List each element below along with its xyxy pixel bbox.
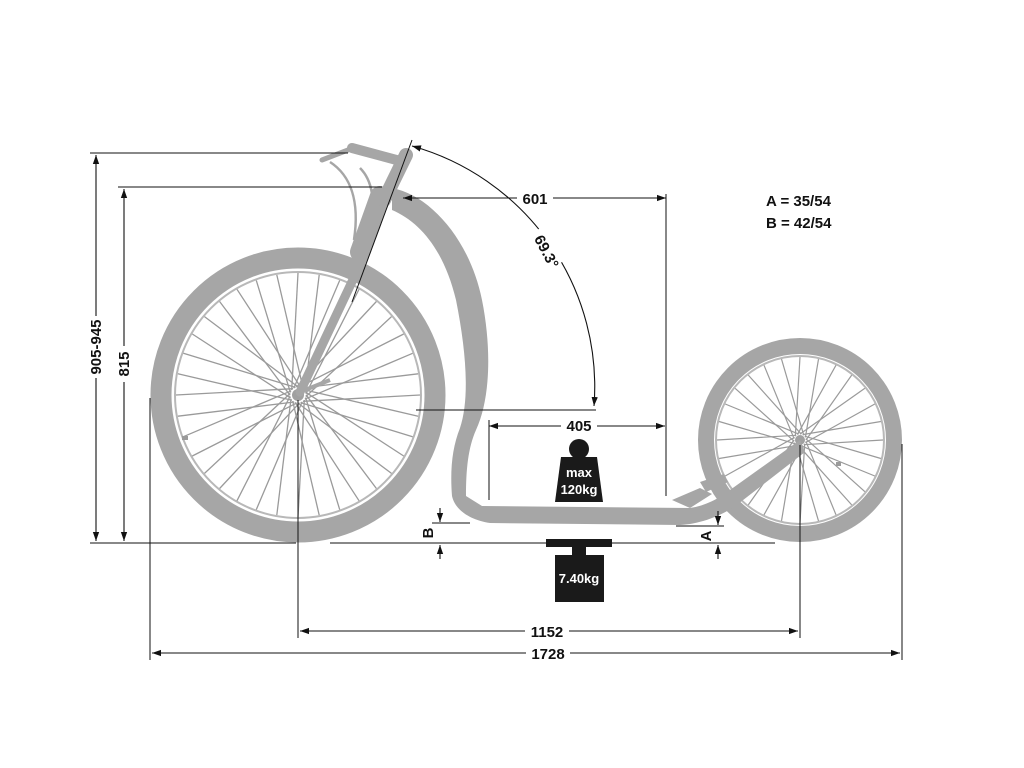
rear-spoke [805,403,876,444]
front-fork [295,247,371,397]
deck-length-label: 405 [566,418,591,435]
rear-spokes [716,356,884,524]
rear-spoke [801,445,876,477]
legend-b: B = 42/54 [766,215,832,232]
front-spoke [302,394,421,402]
front-spoke [304,397,341,510]
max-load-line1: max [566,465,593,480]
rear-spoke [780,358,805,436]
rear-spoke [724,436,795,477]
front-spoke [183,390,292,438]
front-spoke [276,274,304,390]
front-spoke [177,373,293,401]
front-spoke [255,401,303,510]
reach-label: 601 [522,191,547,208]
rear-spoke [734,387,795,442]
front-spoke [304,352,413,400]
front-spoke [292,400,320,516]
rear-spoke [716,434,797,441]
clearance-legend: A = 35/54 B = 42/54 [766,193,832,232]
front-spoke [305,289,360,395]
dimension-lines: 905-945 815 601 69.3° 405 B A [86,139,903,663]
handlebar [347,143,409,167]
rear-spoke [803,439,884,446]
rear-spoke [724,403,799,435]
front-spoke [191,333,291,399]
front-spoke [291,272,299,391]
max-load-handle [569,439,589,459]
front-spoke [236,395,291,501]
rear-spoke [798,445,853,506]
rear-spoke [805,438,866,493]
rear-spoke [805,374,853,441]
scale-body [555,555,604,602]
scale-weight-label: 7.40kg [559,571,600,586]
front-spoke [294,402,360,502]
front-spoke [303,389,419,417]
front-spoke [192,402,298,457]
front-spoke [297,399,305,518]
wheelbase-label: 1152 [531,624,564,641]
rear-brake-2 [700,474,728,492]
front-spoke [204,316,299,388]
rear-spoke [796,364,837,435]
steering-axis-line [351,139,413,303]
max-load-body [555,457,603,502]
front-spoke [175,388,294,396]
scale-plate [546,539,612,547]
fork-brace [299,378,331,394]
clearance-b-label: B [420,527,437,538]
front-spoke [298,333,404,388]
overall-height-label: 905-945 [88,319,105,374]
front-spoke [183,352,296,389]
max-load-icon: max 120kg [555,439,603,502]
rear-spoke [794,356,801,437]
rear-spoke [799,443,806,524]
legend-a: A = 35/54 [766,193,832,210]
front-spoke [219,402,301,489]
overall-length-label: 1728 [531,646,564,663]
front-spoke [300,401,413,438]
rear-wheel [698,338,902,542]
front-spoke [297,402,392,474]
scale-weight-icon: 7.40kg [546,539,612,602]
rear-spoke [799,387,866,435]
front-valve [182,436,188,440]
scale-stem [572,546,586,556]
brake-lever [319,147,351,163]
rear-spoke [718,420,796,445]
rear-valve [836,462,841,466]
front-spoke [255,280,292,393]
rear-spoke [719,444,798,460]
brake-cable [329,160,357,241]
front-spoke [177,401,295,417]
front-spoke [204,392,291,474]
front-spoke [305,394,377,489]
rear-spoke [804,359,820,438]
saddle-height-label: 815 [116,351,133,376]
front-spoke [305,391,405,457]
front-spoke [276,398,292,516]
max-load-line2: 120kg [561,482,598,497]
front-spoke [219,301,291,396]
rear-spoke [763,364,795,439]
rear-brake [672,488,712,508]
rear-spoke [802,420,881,436]
rear-spoke [804,435,882,460]
front-spoke [236,288,302,388]
brake-cable-2 [359,167,374,231]
rear-spoke [805,441,837,516]
clearance-a-label: A [698,530,715,541]
front-spoke [293,280,341,389]
rear-spoke [747,374,802,435]
